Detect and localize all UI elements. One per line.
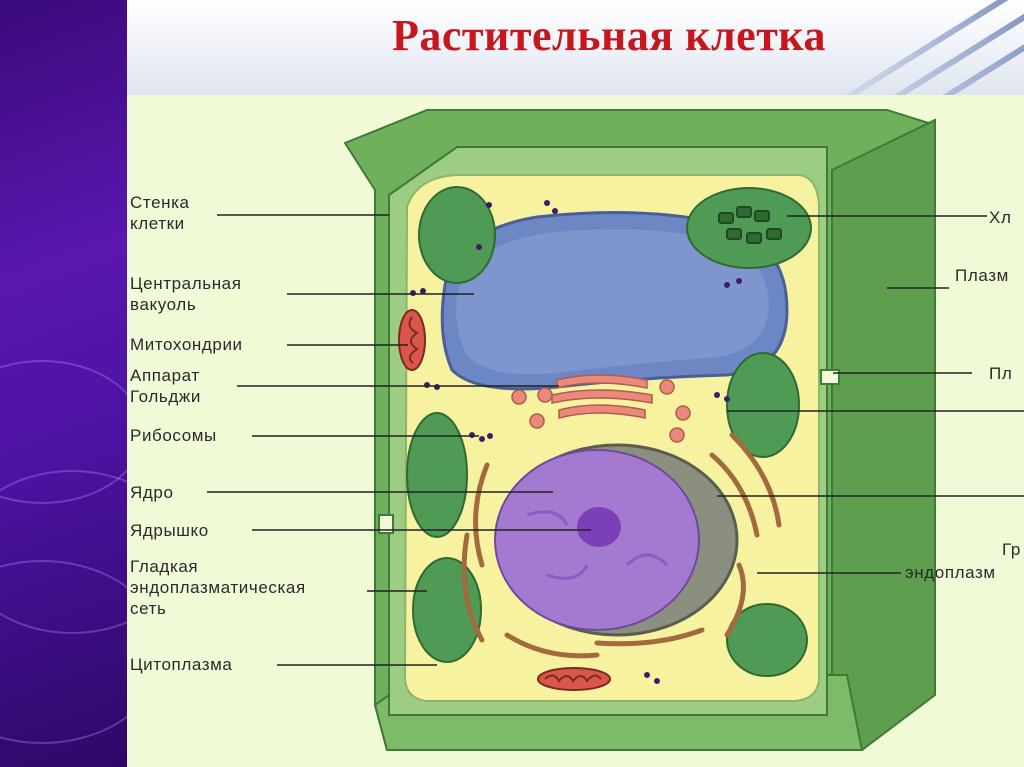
label-nucleolus: Ядрышко [130,520,209,541]
label-nucleus: Ядро [130,482,174,503]
label-rough-er-2: эндоплазм [905,562,996,583]
page-title: Растительная клетка [392,10,826,61]
label-smooth-er: Гладкая эндоплазматическая сеть [130,556,306,619]
label-cytoplasm: Цитоплазма [130,654,232,675]
label-central-vacuole: Центральная вакуоль [130,273,242,315]
label-plasma: Плазм [955,265,1009,286]
label-chloroplast: Хл [989,207,1011,228]
plant-cell-illustration [127,95,1024,767]
decorative-side-bar [0,0,127,767]
plant-cell-diagram: Стенка клетки Центральная вакуоль Митохо… [127,95,1024,767]
slide-header: Растительная клетка [127,0,1024,95]
label-golgi: Аппарат Гольджи [130,365,201,407]
label-ribosomes: Рибосомы [130,425,217,446]
label-cell-wall: Стенка клетки [130,192,190,234]
label-rough-er-1: Гр [1002,539,1021,560]
label-mitochondria: Митохондрии [130,334,243,355]
label-plasmodesma: Пл [989,363,1012,384]
nucleus [495,445,737,635]
